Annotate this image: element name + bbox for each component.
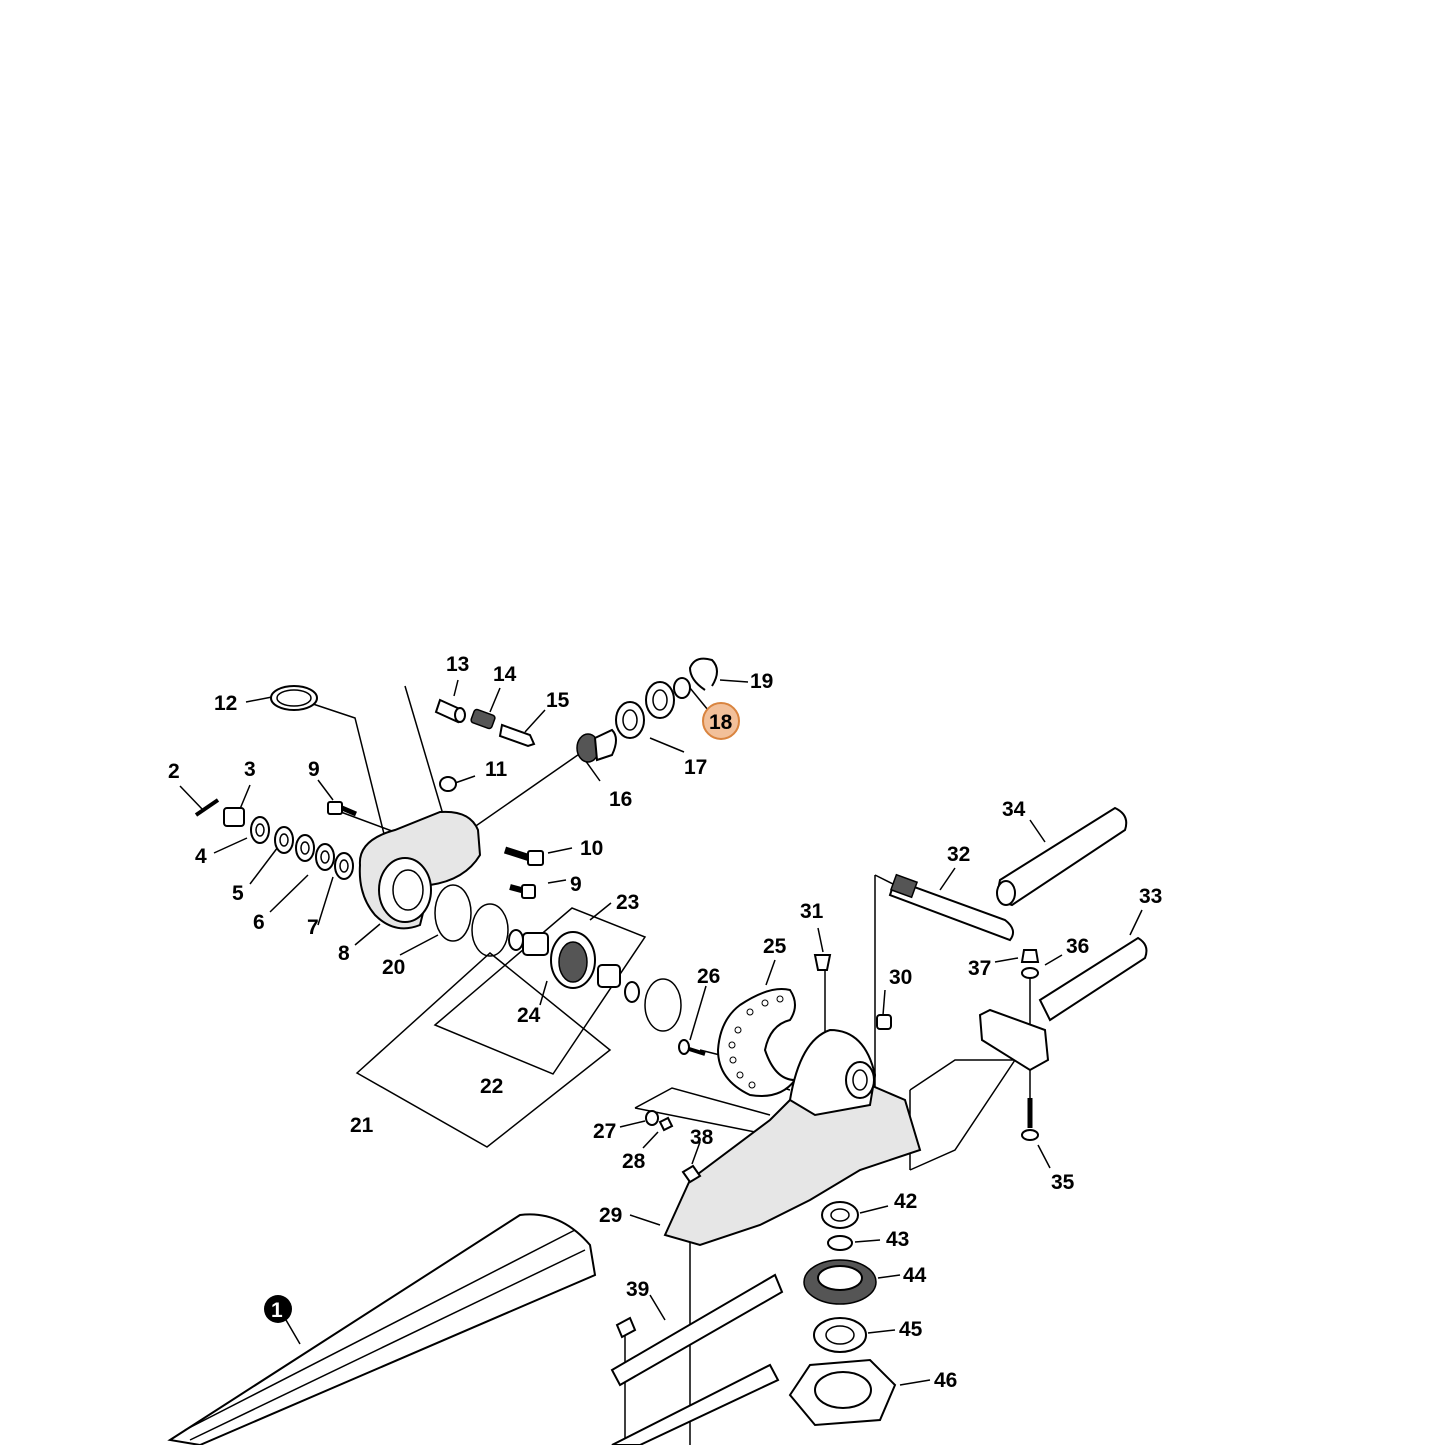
castle-nut-3: [223, 807, 245, 827]
callout-42[interactable]: 42: [894, 1190, 917, 1213]
callout-14[interactable]: 14: [493, 663, 517, 686]
callout-43[interactable]: 43: [886, 1228, 909, 1251]
callout-17[interactable]: 17: [684, 756, 707, 779]
callout-9a[interactable]: 9: [308, 758, 320, 781]
part-drawings: [167, 657, 1148, 1445]
callout-28[interactable]: 28: [622, 1150, 646, 1173]
callout-44[interactable]: 44: [903, 1264, 927, 1287]
callout-21[interactable]: 21: [350, 1114, 374, 1137]
callout-34[interactable]: 34: [1002, 798, 1026, 821]
callout-32[interactable]: 32: [947, 843, 970, 866]
callout-5[interactable]: 5: [232, 882, 244, 905]
bearing-17b: [645, 681, 675, 719]
callout-4[interactable]: 4: [195, 845, 207, 868]
callout-23[interactable]: 23: [616, 891, 639, 914]
callout-16[interactable]: 16: [609, 788, 632, 811]
callout-36[interactable]: 36: [1066, 935, 1089, 958]
callout-12[interactable]: 12: [214, 692, 237, 715]
callout-22[interactable]: 22: [480, 1075, 503, 1098]
callout-31[interactable]: 31: [800, 900, 824, 923]
perforated-disk-25: [716, 988, 798, 1097]
callout-20[interactable]: 20: [382, 956, 405, 979]
callout-24[interactable]: 24: [517, 1004, 541, 1027]
plate-39: [610, 1273, 784, 1387]
o-ring-20: [434, 884, 472, 942]
callout-35[interactable]: 35: [1051, 1171, 1075, 1194]
callout-45[interactable]: 45: [899, 1318, 923, 1341]
callout-2[interactable]: 2: [168, 760, 180, 783]
callout-10[interactable]: 10: [580, 837, 603, 860]
callout-18[interactable]: 18: [709, 711, 733, 734]
callout-33[interactable]: 33: [1139, 885, 1162, 908]
callout-18-badge[interactable]: [702, 702, 740, 740]
tube-34: [997, 806, 1128, 907]
callout-1-badge[interactable]: [264, 1295, 292, 1323]
callout-26[interactable]: 26: [697, 965, 720, 988]
callout-labels: 1 2 3 4 5 6 7 8 9 9 10 11 12 13 14 15 16…: [168, 653, 1162, 1392]
cutter-tube-1: [167, 1213, 597, 1445]
bearing-17a: [615, 701, 645, 739]
callout-6[interactable]: 6: [253, 911, 265, 934]
callout-29[interactable]: 29: [599, 1204, 622, 1227]
callout-46[interactable]: 46: [934, 1369, 957, 1392]
tube-33: [1038, 936, 1148, 1022]
callout-1[interactable]: 1: [271, 1299, 283, 1322]
callout-15[interactable]: 15: [546, 689, 570, 712]
callout-19[interactable]: 19: [750, 670, 773, 693]
callout-11[interactable]: 11: [485, 758, 508, 781]
callout-30[interactable]: 30: [889, 966, 912, 989]
callout-markers: [264, 702, 740, 1323]
callout-38[interactable]: 38: [690, 1126, 714, 1149]
callout-39[interactable]: 39: [626, 1278, 649, 1301]
callout-27[interactable]: 27: [593, 1120, 616, 1143]
leader-lines: [179, 679, 1143, 1445]
pivot-pin-32: [888, 878, 1015, 942]
callout-8[interactable]: 8: [338, 942, 350, 965]
callout-37[interactable]: 37: [968, 957, 991, 980]
callout-7[interactable]: 7: [307, 916, 319, 939]
callout-3[interactable]: 3: [244, 758, 256, 781]
callout-13[interactable]: 13: [446, 653, 469, 676]
callout-25[interactable]: 25: [763, 935, 787, 958]
gearbox-body-29: [663, 1078, 922, 1247]
callout-9b[interactable]: 9: [570, 873, 582, 896]
